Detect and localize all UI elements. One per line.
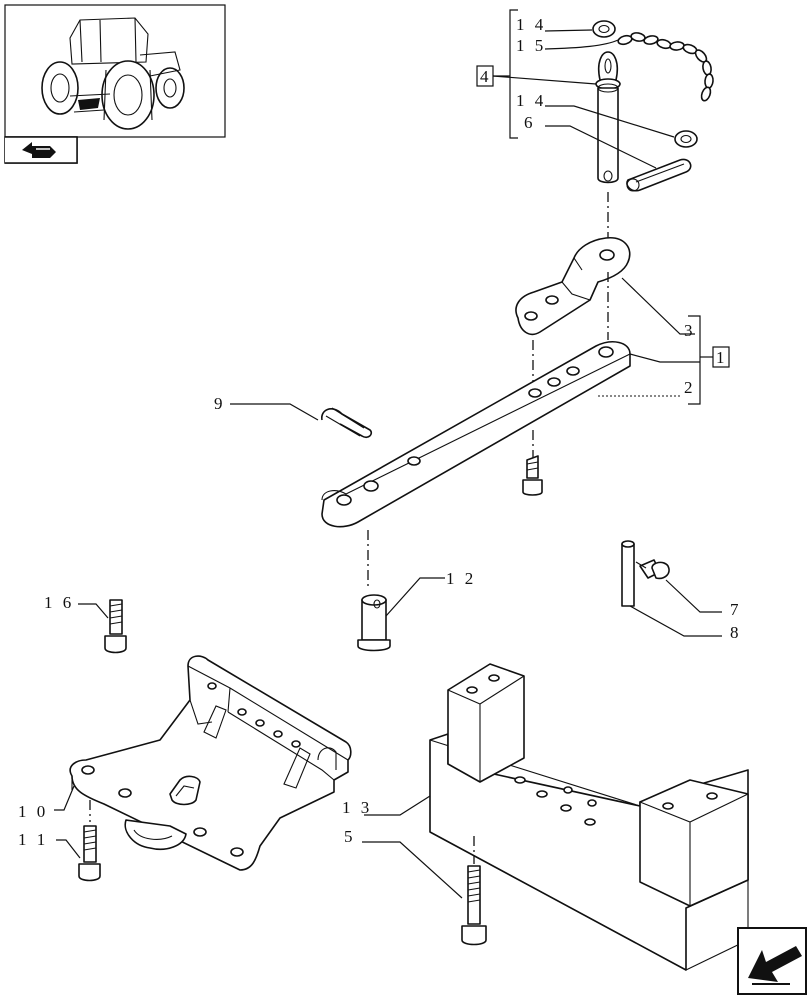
callout-15: 1 5: [516, 36, 546, 55]
callout-9: 9: [214, 394, 226, 413]
washer-lower: [674, 130, 698, 148]
drawbar-pin: [357, 594, 391, 652]
drawbar-support-block: [429, 663, 749, 971]
bolt-16: [104, 599, 127, 654]
back-arrow-icon[interactable]: [22, 142, 56, 158]
callout-14-lower: 1 4: [516, 91, 546, 110]
callout-3: 3: [684, 321, 696, 340]
tractor-thumbnail-icon: [41, 17, 185, 130]
callout-4: 4: [480, 67, 492, 86]
tractor-thumbnail[interactable]: [4, 4, 226, 164]
lynch-clip: [626, 158, 692, 192]
drawbar: [321, 341, 631, 528]
offset-link: [515, 237, 631, 336]
callout-6: 6: [524, 113, 536, 132]
callout-10: 1 0: [18, 802, 48, 821]
r-clip: [321, 407, 373, 439]
callout-16: 1 6: [44, 593, 74, 612]
callout-8: 8: [730, 623, 742, 642]
washer-upper: [592, 20, 616, 38]
hitch-pin: [595, 51, 621, 184]
bolt-11: [78, 825, 101, 882]
pin-retainer: [635, 559, 670, 580]
callout-11: 1 1: [18, 830, 48, 849]
bolt-5: [461, 865, 487, 946]
callout-12: 1 2: [446, 569, 476, 588]
callout-1: 1: [716, 348, 728, 367]
next-page-button[interactable]: [737, 927, 807, 995]
callout-7: 7: [730, 600, 742, 619]
next-page-arrow-icon: [748, 946, 802, 985]
callout-5: 5: [344, 827, 356, 846]
chain: [617, 32, 714, 102]
callout-2: 2: [684, 378, 696, 397]
hitch-bracket: [69, 655, 352, 871]
drawbar-bolt: [522, 455, 543, 496]
spring-pin: [621, 540, 635, 607]
callout-13: 1 3: [342, 798, 372, 817]
drawbar-group-bracket: [688, 315, 730, 405]
callout-14-upper: 1 4: [516, 15, 546, 34]
